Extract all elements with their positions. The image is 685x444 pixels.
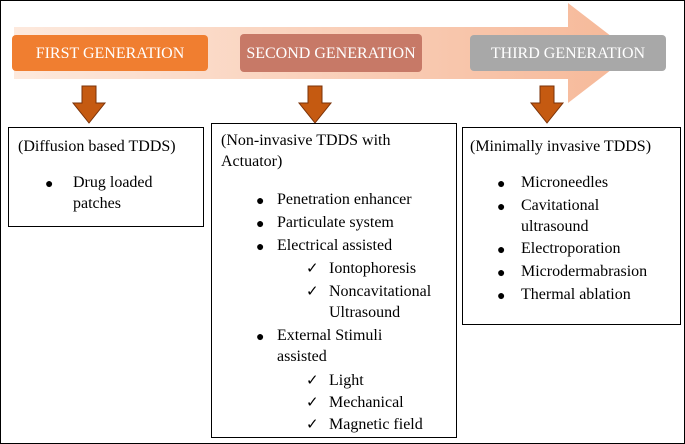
second-generation-title: (Non-invasive TDDS with Actuator) — [221, 132, 391, 170]
third-generation-label: THIRD GENERATION — [470, 35, 666, 71]
bullet-icon: ● — [256, 217, 265, 232]
first-generation-label: FIRST GENERATION — [12, 35, 208, 71]
down-arrow-third — [529, 85, 565, 124]
bullet-icon: ● — [45, 177, 54, 192]
checkmark-icon: ✓ — [306, 415, 319, 433]
list-item: Drug loaded patches — [73, 174, 153, 212]
bullet-icon: ● — [256, 240, 265, 255]
first-generation-box: (Diffusion based TDDS) ● Drug loaded pat… — [8, 127, 204, 227]
down-arrow-second — [297, 85, 333, 124]
list-item: Thermal ablation — [521, 286, 631, 303]
sub-list-item: Mechanical — [329, 394, 404, 411]
bullet-icon: ● — [256, 330, 265, 345]
bullet-icon: ● — [497, 266, 506, 281]
second-generation-label: SECOND GENERATION — [240, 34, 422, 72]
list-item: Particulate system — [277, 214, 394, 231]
checkmark-icon: ✓ — [306, 371, 319, 389]
bullet-icon: ● — [497, 289, 506, 304]
list-item: Electrical assisted — [277, 237, 393, 254]
checkmark-icon: ✓ — [306, 259, 319, 277]
bullet-icon: ● — [497, 243, 506, 258]
checkmark-icon: ✓ — [306, 282, 319, 300]
sub-list-item: Iontophoresis — [329, 260, 417, 277]
down-arrow-first — [71, 85, 107, 124]
list-item: Penetration enhancer — [277, 191, 412, 208]
list-item: Electroporation — [521, 240, 621, 257]
third-generation-box: (Minimally invasive TDDS) ● Microneedles… — [462, 127, 681, 325]
checkmark-icon: ✓ — [306, 393, 319, 411]
list-item: Microdermabrasion — [521, 263, 648, 280]
bullet-icon: ● — [497, 177, 506, 192]
list-item: External Stimuli assisted — [277, 327, 383, 365]
second-generation-box: (Non-invasive TDDS with Actuator) ● Pene… — [211, 123, 457, 438]
bullet-icon: ● — [256, 194, 265, 209]
sub-list-item: Light — [329, 372, 364, 389]
third-generation-title: (Minimally invasive TDDS) — [470, 138, 652, 155]
list-item: Cavitational ultrasound — [521, 197, 600, 235]
sub-list-item: Magnetic field — [329, 416, 423, 433]
sub-list-item: Noncavitational Ultrasound — [329, 283, 432, 321]
first-generation-title: (Diffusion based TDDS) — [18, 138, 176, 155]
bullet-icon: ● — [497, 200, 506, 215]
list-item: Microneedles — [521, 174, 609, 191]
